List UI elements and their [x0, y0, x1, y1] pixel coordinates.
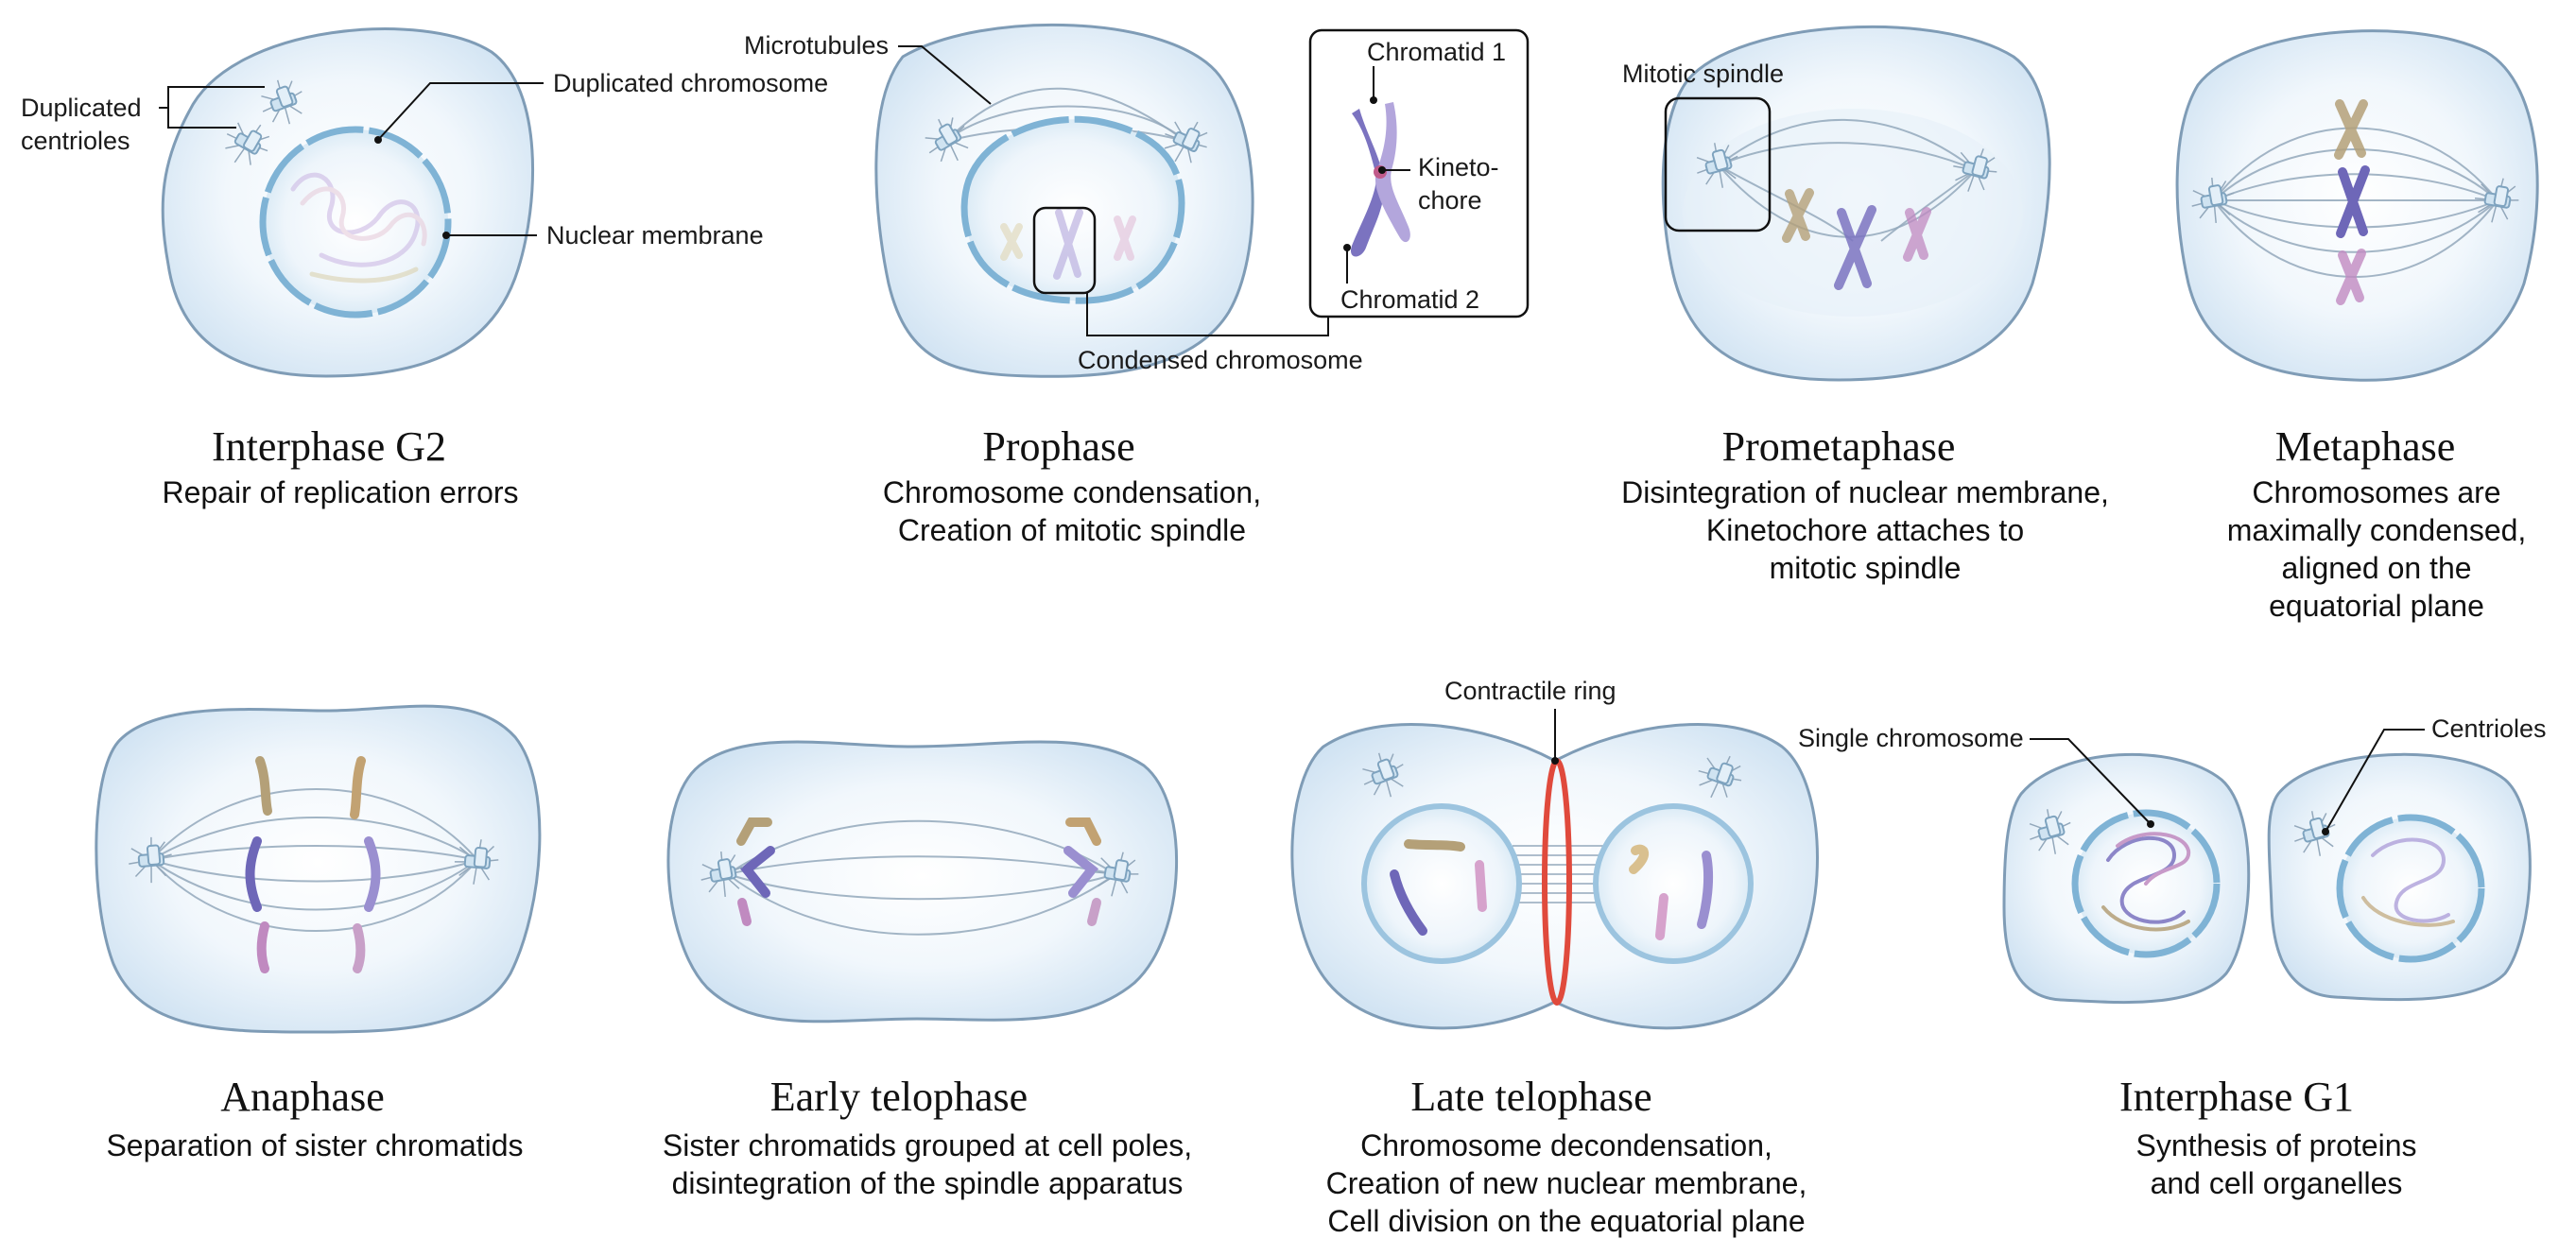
stage-title: Late telophase — [1410, 1074, 1651, 1120]
label-condensed-chromosome: Condensed chromosome — [1078, 346, 1363, 374]
g1-chromosome-strands — [2101, 832, 2455, 932]
stage-description: maximally condensed, — [2227, 513, 2527, 547]
stage-label-interphase-g1: Interphase G1 Synthesis of proteins and … — [2119, 1074, 2417, 1200]
stage-description: disintegration of the spindle apparatus — [672, 1166, 1184, 1200]
stage-description: Synthesis of proteins — [2135, 1128, 2416, 1162]
condensed-chromosomes — [1000, 209, 1136, 280]
label-contractile-ring: Contractile ring — [1444, 677, 1616, 705]
stage-description: Disintegration of nuclear membrane, — [1621, 475, 2109, 509]
stage-description: Kinetochore attaches to — [1706, 513, 2024, 547]
label-centrioles: Centrioles — [2431, 714, 2547, 743]
stage-description: Separation of sister chromatids — [106, 1128, 523, 1162]
stage-description: Repair of replication errors — [162, 475, 518, 509]
stage-label-late-telophase: Late telophase Chromosome decondensation… — [1326, 1074, 1807, 1238]
stage-description: aligned on the — [2281, 551, 2471, 585]
label-nuclear-membrane: Nuclear membrane — [546, 221, 764, 249]
stage-description: mitotic spindle — [1770, 551, 1962, 585]
duplicated-chromosome-strands — [290, 172, 427, 284]
stage-title: Anaphase — [220, 1074, 385, 1120]
stage-title: Prophase — [982, 423, 1134, 470]
stage-title: Interphase G2 — [212, 423, 446, 470]
stage-description: Chromosomes are — [2252, 475, 2500, 509]
leader-single-chromosome — [2030, 738, 2152, 825]
anaphase-chromatids — [245, 756, 381, 973]
label-mitotic-spindle: Mitotic spindle — [1622, 60, 1784, 88]
label-kinetochore-2: chore — [1418, 186, 1482, 215]
late-telophase-cell — [1290, 722, 1819, 1030]
stage-title: Prometaphase — [1722, 423, 1956, 470]
midbody-fibers — [1513, 845, 1607, 903]
stage-label-prophase: Prophase Chromosome condensation, Creati… — [883, 423, 1261, 547]
label-microtubules: Microtubules — [744, 31, 889, 60]
leader-duplicated-chromosome — [377, 82, 544, 141]
stage-label-prometaphase: Prometaphase Disintegration of nuclear m… — [1621, 423, 2109, 585]
label-duplicated-centrioles-2: centrioles — [21, 127, 130, 155]
stage-description: and cell organelles — [2151, 1166, 2403, 1200]
stage-label-metaphase: Metaphase Chromosomes are maximally cond… — [2227, 423, 2527, 623]
metaphase-chromosomes — [2334, 99, 2370, 305]
stage-description: Chromosome decondensation, — [1360, 1128, 1772, 1162]
label-single-chromosome: Single chromosome — [1798, 724, 2024, 752]
prophase-cell — [874, 23, 1254, 378]
stage-title: Interphase G1 — [2119, 1074, 2354, 1120]
stage-description: Sister chromatids grouped at cell poles, — [663, 1128, 1192, 1162]
stage-description: Chromosome condensation, — [883, 475, 1261, 509]
late-telophase-chromosomes — [1390, 839, 1714, 940]
stage-description: Cell division on the equatorial plane — [1327, 1204, 1805, 1238]
stage-title: Early telophase — [770, 1074, 1028, 1120]
label-duplicated-chromosome: Duplicated chromosome — [553, 69, 828, 97]
stage-description: Creation of mitotic spindle — [898, 513, 1246, 547]
label-chromatid-2: Chromatid 2 — [1340, 285, 1479, 314]
metaphase-cell — [2175, 29, 2539, 382]
label-chromatid-1: Chromatid 1 — [1367, 38, 1506, 66]
leader-microtubules — [898, 45, 992, 105]
leader-centrioles — [2325, 729, 2425, 833]
prometaphase-chromosomes — [1782, 188, 1931, 290]
anaphase-cell — [95, 704, 542, 1034]
stage-label-interphase-g2: Interphase G2 Repair of replication erro… — [162, 423, 518, 509]
label-duplicated-centrioles-1: Duplicated — [21, 94, 142, 122]
leader-duplicated-centrioles — [159, 86, 265, 129]
early-telophase-chromatids — [736, 817, 1101, 926]
stage-title: Metaphase — [2275, 423, 2456, 470]
interphase-g1-cells — [2002, 752, 2532, 1005]
stage-description: Creation of new nuclear membrane, — [1326, 1166, 1807, 1200]
stage-label-early-telophase: Early telophase Sister chromatids groupe… — [663, 1074, 1192, 1200]
interphase-g2-cell — [161, 27, 535, 378]
label-kinetochore-1: Kineto- — [1418, 153, 1499, 181]
leader-condensed-chromosome — [1086, 293, 1329, 336]
early-telophase-cell — [666, 740, 1179, 1024]
stage-description: equatorial plane — [2269, 589, 2484, 623]
prometaphase-cell — [1661, 25, 2051, 382]
stage-label-anaphase: Anaphase Separation of sister chromatids — [106, 1074, 523, 1162]
